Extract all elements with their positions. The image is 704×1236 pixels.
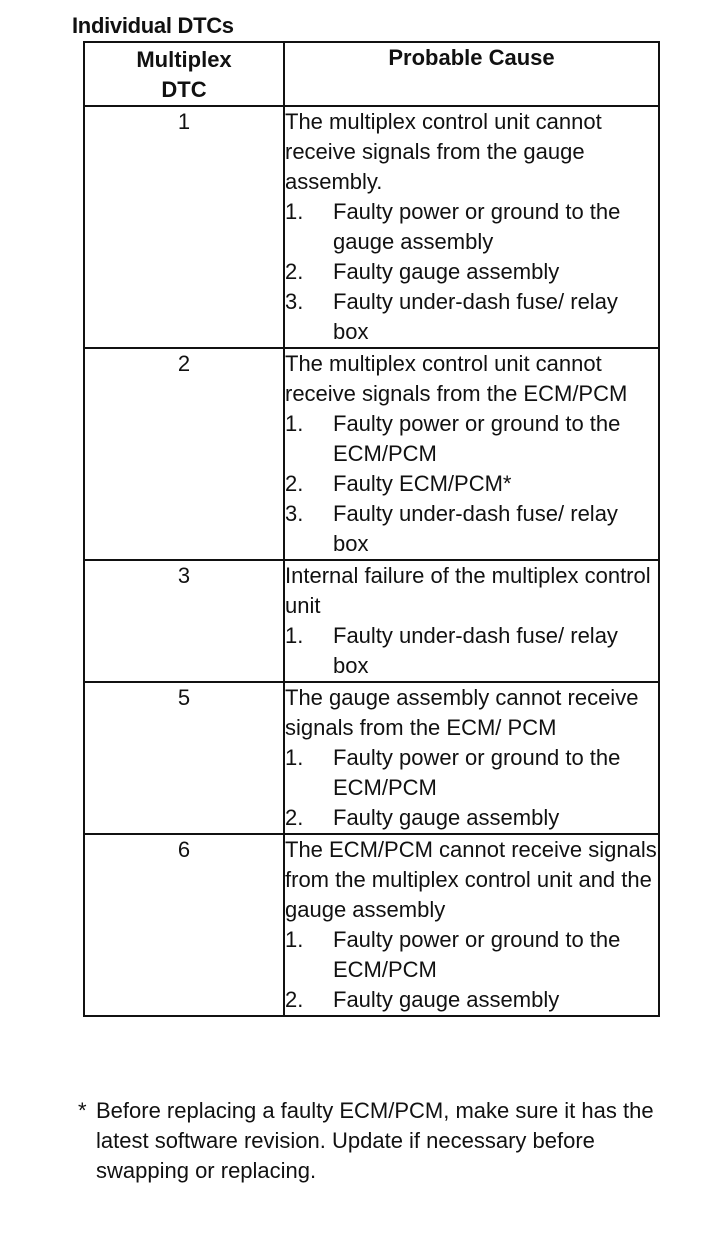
page-title: Individual DTCs [72, 13, 234, 38]
cause-number: 2. [285, 987, 304, 1012]
cause-number: 1. [285, 927, 304, 952]
probable-cause-cell: The multiplex control unit cannot receiv… [283, 105, 660, 349]
cause-description: Internal failure of the multiplex contro… [285, 563, 651, 618]
dtc-code: 5 [83, 681, 285, 835]
cause-number: 2. [285, 259, 304, 284]
probable-cause-cell: Internal failure of the multiplex contro… [283, 559, 660, 683]
cause-text: Faulty under-dash fuse/ relay box [333, 623, 618, 678]
cause-text: Faulty gauge assembly [333, 987, 560, 1012]
dtc-code: 6 [83, 833, 285, 1017]
cause-number: 2. [285, 805, 304, 830]
cause-number: 1. [285, 199, 304, 224]
cause-text: Faulty power or ground to the ECM/PCM [333, 745, 621, 800]
probable-cause-cell: The multiplex control unit cannot receiv… [283, 347, 660, 561]
probable-cause-cell: The ECM/PCM cannot receive signals from … [283, 833, 660, 1017]
cause-list: 1. Faulty power or ground to the gauge as… [285, 197, 658, 347]
dtc-code: 3 [83, 559, 285, 683]
table-header-row: Multiplex DTC Probable Cause [83, 41, 660, 107]
cause-text: Faulty power or ground to the gauge asse… [333, 199, 621, 254]
cause-description: The multiplex control unit cannot receiv… [285, 109, 602, 194]
header-probable-cause: Probable Cause [283, 41, 660, 107]
cause-number: 3. [285, 501, 304, 526]
list-item: 1. Faulty power or ground to the ECM/PCM [285, 409, 658, 469]
list-item: 2. Faulty gauge assembly [285, 985, 658, 1015]
footnote: * Before replacing a faulty ECM/PCM, mak… [78, 1096, 678, 1186]
list-item: 3. Faulty under-dash fuse/ relay box [285, 499, 658, 559]
cause-description: The ECM/PCM cannot receive signals from … [285, 837, 657, 922]
header-multiplex-dtc: Multiplex DTC [83, 41, 285, 107]
cause-text: Faulty ECM/PCM* [333, 471, 512, 496]
list-item: 1. Faulty power or ground to the ECM/PCM [285, 925, 658, 985]
cause-number: 3. [285, 289, 304, 314]
cause-number: 1. [285, 745, 304, 770]
list-item: 3. Faulty under-dash fuse/ relay box [285, 287, 658, 347]
cause-number: 2. [285, 471, 304, 496]
list-item: 2. Faulty gauge assembly [285, 257, 658, 287]
cause-text: Faulty under-dash fuse/ relay box [333, 289, 618, 344]
cause-number: 1. [285, 623, 304, 648]
dtc-code: 1 [83, 105, 285, 349]
footnote-text: Before replacing a faulty ECM/PCM, make … [96, 1098, 654, 1183]
dtc-code: 2 [83, 347, 285, 561]
list-item: 1. Faulty power or ground to the gauge as… [285, 197, 658, 257]
cause-text: Faulty gauge assembly [333, 259, 560, 284]
cause-number: 1. [285, 411, 304, 436]
cause-text: Faulty power or ground to the ECM/PCM [333, 411, 621, 466]
cause-list: 1. Faulty under-dash fuse/ relay box [285, 621, 658, 681]
probable-cause-cell: The gauge assembly cannot receive signal… [283, 681, 660, 835]
list-item: 2. Faulty ECM/PCM* [285, 469, 658, 499]
footnote-asterisk: * [78, 1098, 87, 1123]
list-item: 2. Faulty gauge assembly [285, 803, 658, 833]
list-item: 1. Faulty under-dash fuse/ relay box [285, 621, 658, 681]
cause-description: The multiplex control unit cannot receiv… [285, 351, 628, 406]
cause-text: Faulty under-dash fuse/ relay box [333, 501, 618, 556]
cause-description: The gauge assembly cannot receive signal… [285, 685, 639, 740]
cause-text: Faulty power or ground to the ECM/PCM [333, 927, 621, 982]
list-item: 1. Faulty power or ground to the ECM/PCM [285, 743, 658, 803]
cause-text: Faulty gauge assembly [333, 805, 560, 830]
